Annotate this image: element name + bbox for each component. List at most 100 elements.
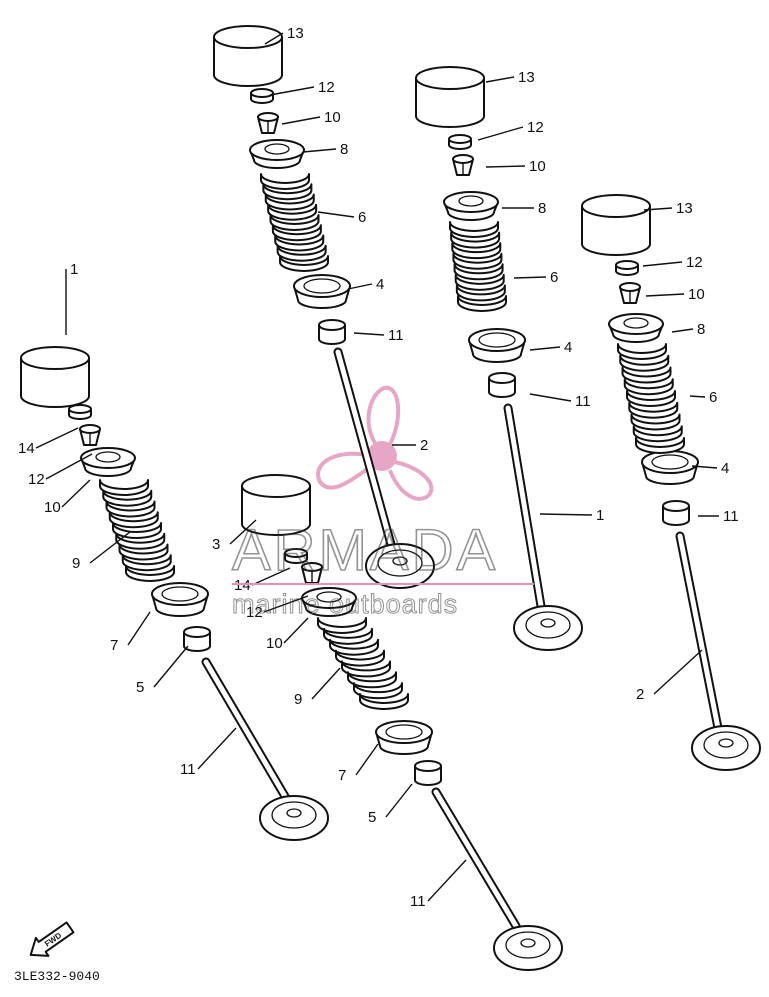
- callout-leader-line: [61, 479, 91, 508]
- watermark-brand: ARMADA: [232, 518, 498, 583]
- valve-stem-seal: [183, 626, 211, 652]
- callout-number: 9: [294, 691, 302, 708]
- valve-cotter: [79, 424, 101, 446]
- watermark-propeller-logo: [316, 385, 434, 501]
- callout-leader-line: [347, 283, 373, 290]
- callout-number: 11: [723, 508, 739, 525]
- valve-lifter: [581, 194, 651, 256]
- callout-number: 9: [72, 555, 80, 572]
- callout-leader-line: [153, 645, 189, 688]
- callout-leader-line: [653, 649, 703, 695]
- valve-cotter: [257, 112, 279, 134]
- valve-head: [513, 605, 583, 651]
- adjusting-pad: [448, 134, 472, 150]
- fwd-direction-arrow: FWD: [29, 921, 75, 957]
- callout-number: 8: [697, 321, 705, 338]
- callout-leader-line: [45, 453, 93, 480]
- adjusting-pad: [615, 260, 639, 276]
- callout-number: 12: [527, 119, 544, 136]
- callout-number: 3: [212, 536, 220, 553]
- callout-leader-line: [269, 86, 315, 96]
- callout-layer: 1312108641121312108641111312108641121141…: [18, 25, 739, 910]
- callout-leader-line: [513, 276, 547, 279]
- callout-leader-line: [127, 611, 151, 646]
- spring-seat: [293, 274, 351, 309]
- valve-stem-seal: [662, 500, 690, 526]
- callout-leader-line: [689, 395, 706, 398]
- callout-leader-line: [317, 211, 355, 218]
- watermark-tagline: marine outboards: [232, 589, 458, 619]
- callout-number: 10: [688, 286, 705, 303]
- callout-number: 5: [136, 679, 144, 696]
- callout-leader-line: [355, 743, 379, 776]
- propeller-blade: [316, 451, 374, 490]
- callout-number: 5: [368, 809, 376, 826]
- propeller-hub: [367, 441, 397, 471]
- callout-number: 14: [18, 440, 35, 457]
- callout-leader-line: [353, 332, 385, 336]
- callout-number: 7: [338, 767, 346, 784]
- callout-leader-line: [302, 148, 337, 153]
- callout-leader-line: [427, 859, 467, 902]
- valve-lifter: [415, 66, 485, 128]
- callout-number: 4: [376, 276, 384, 293]
- valve-spring-coil: [260, 173, 310, 190]
- callout-leader-line: [645, 293, 685, 297]
- spring-retainer: [249, 139, 305, 169]
- callout-number: 6: [709, 389, 717, 406]
- valve-stem-seal: [488, 372, 516, 398]
- callout-number: 12: [28, 471, 45, 488]
- valve-spring-coil: [99, 479, 149, 496]
- adjusting-pad: [250, 88, 274, 104]
- valve-stem: [677, 533, 721, 731]
- spring-seat: [468, 328, 526, 363]
- callout-number: 11: [180, 761, 196, 778]
- valve-head: [493, 925, 563, 971]
- callout-number: 12: [318, 79, 335, 96]
- callout-leader-line: [477, 126, 524, 141]
- callout-leader-line: [529, 346, 561, 351]
- callout-number: 11: [410, 893, 426, 910]
- propeller-blade: [388, 460, 434, 501]
- callout-number: 12: [686, 254, 703, 271]
- callout-number: 7: [110, 637, 118, 654]
- callout-leader-line: [281, 116, 321, 125]
- spring-seat: [151, 582, 209, 617]
- callout-number: 1: [596, 507, 604, 524]
- callout-leader-line: [229, 519, 257, 545]
- callout-leader-line: [264, 32, 284, 45]
- callout-leader-line: [197, 727, 237, 770]
- callout-leader-line: [529, 393, 572, 402]
- valve-stem-seal: [318, 319, 346, 345]
- drawing-code: 3LE332-9040: [14, 969, 100, 984]
- spring-retainer: [608, 313, 664, 343]
- callout-number: 6: [358, 209, 366, 226]
- callout-number: 13: [287, 25, 304, 42]
- valve-lifter: [20, 346, 90, 408]
- callout-number: 10: [324, 109, 341, 126]
- callout-leader-line: [251, 567, 291, 586]
- valve-spring-coil: [617, 343, 667, 360]
- valve-stem: [433, 789, 519, 929]
- valve-stem-seal: [414, 760, 442, 786]
- callout-leader-line: [283, 617, 309, 644]
- callout-leader-line: [263, 595, 309, 613]
- valve-lifter: [213, 25, 283, 87]
- callout-number: 2: [420, 437, 428, 454]
- callout-number: 12: [246, 604, 263, 621]
- callout-number: 4: [721, 460, 729, 477]
- callout-leader-line: [485, 165, 526, 168]
- callout-leader-line: [311, 667, 341, 700]
- parts-layer: [20, 25, 761, 971]
- callout-leader-line: [642, 261, 683, 267]
- callout-number: 11: [575, 393, 591, 410]
- callout-number: 14: [234, 577, 251, 594]
- spring-retainer: [443, 191, 499, 221]
- callout-number: 11: [388, 327, 404, 344]
- callout-number: 8: [340, 141, 348, 158]
- callout-number: 13: [518, 69, 535, 86]
- valve-head: [259, 795, 329, 841]
- valve-stem: [335, 349, 395, 551]
- callout-leader-line: [539, 513, 593, 516]
